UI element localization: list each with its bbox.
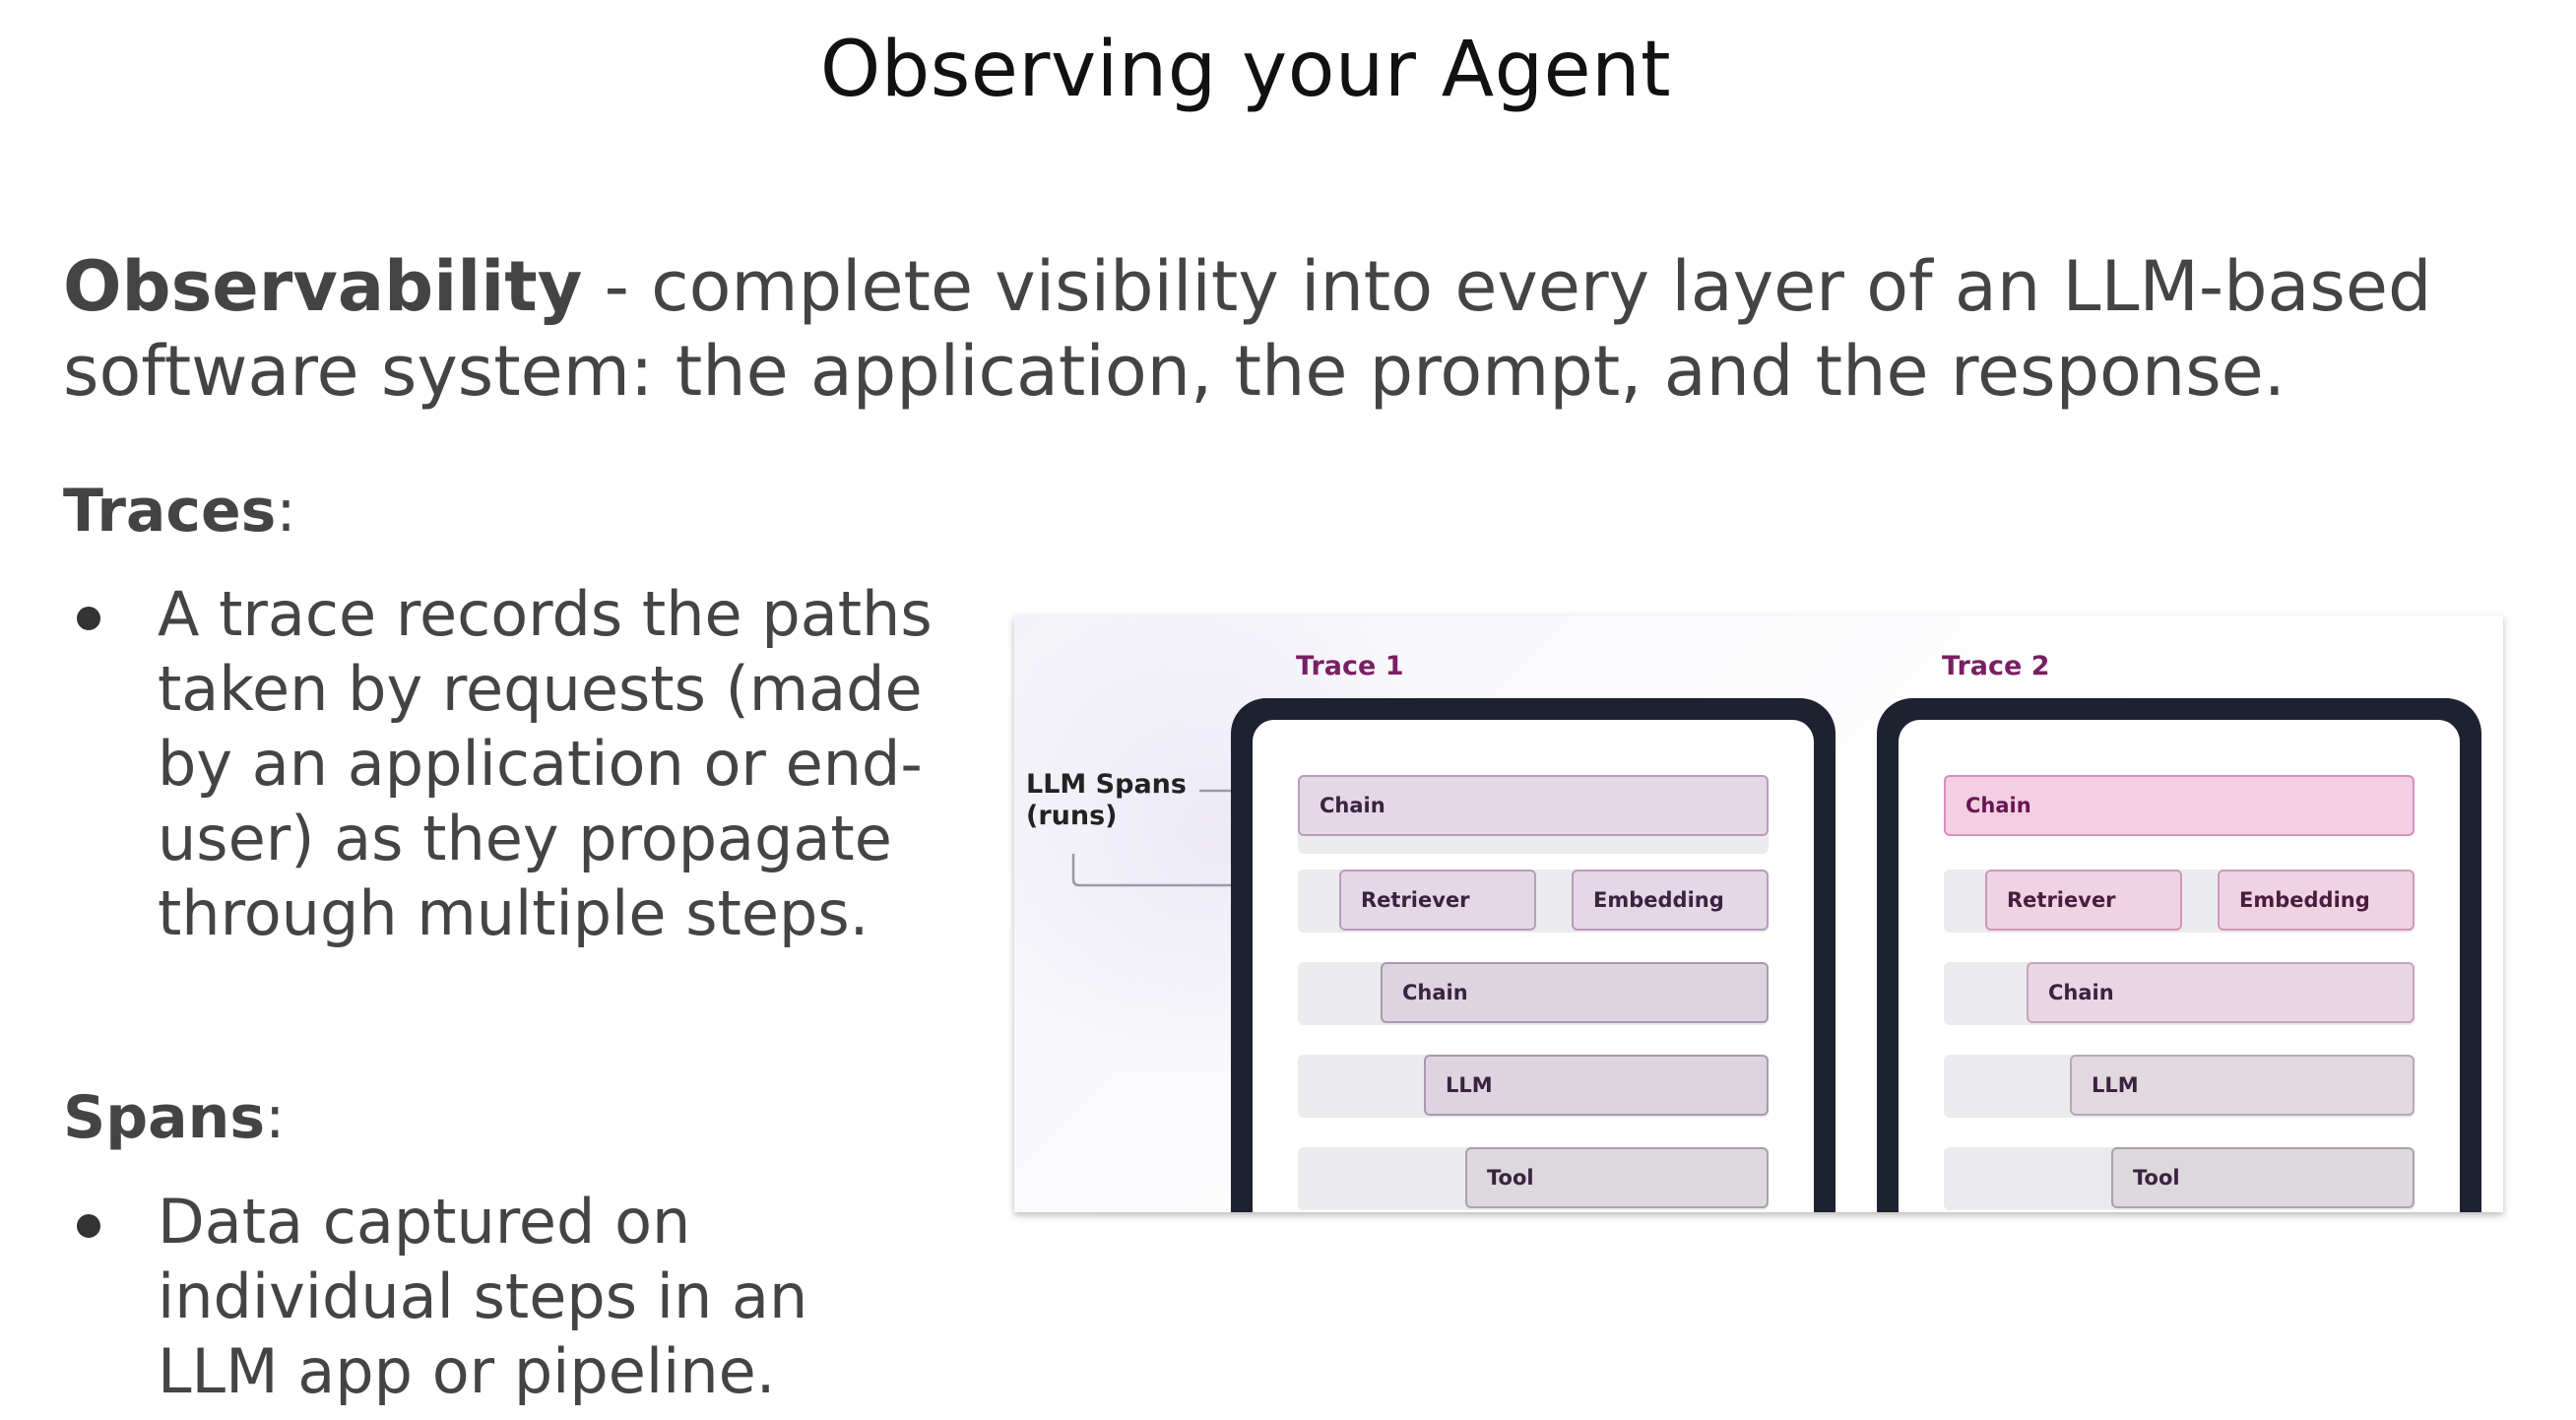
span-tool: Tool [1465,1147,1769,1208]
slide-title: Observing your Agent [819,26,1672,114]
trace-2-device: Chain Retriever Embedding Chain LLM Tool [1877,698,2481,1212]
traces-heading-colon: : [276,477,296,546]
span-chain: Chain [1381,962,1769,1023]
span-chain: Chain [1944,775,2415,836]
trace-1-screen: Chain Retriever Embedding Chain LLM Tool [1253,720,1814,1212]
observability-text: - complete visibility into every layer o… [63,246,2432,412]
llm-spans-label-text: LLM Spans (runs) [1026,769,1187,831]
span-chain: Chain [1298,775,1769,836]
spans-bullet-list: Data captured on individual steps in an … [63,1185,851,1409]
span-retriever: Retriever [1339,870,1536,931]
traces-heading: Traces: [63,477,296,546]
arrow-line-bottom [1071,854,1295,887]
span-llm: LLM [2070,1055,2415,1116]
bullet-icon [77,1214,100,1238]
bullet-icon [77,607,100,630]
spans-heading-colon: : [265,1083,286,1152]
span-retriever: Retriever [1985,870,2182,931]
observability-definition: Observability - complete visibility into… [63,244,2525,414]
traces-bullet-text: A trace records the paths taken by reque… [158,578,933,949]
trace-1-device: Chain Retriever Embedding Chain LLM Tool [1231,698,1835,1212]
trace-1-title: Trace 1 [1296,651,1404,681]
traces-heading-text: Traces [63,477,277,546]
traces-bullet-list: A trace records the paths taken by reque… [63,577,949,951]
trace-2-title: Trace 2 [1942,651,2050,681]
span-llm: LLM [1424,1055,1769,1116]
span-chain: Chain [2027,962,2415,1023]
span-embedding: Embedding [2218,870,2415,931]
observability-term: Observability [63,246,583,327]
list-item: Data captured on individual steps in an … [63,1185,851,1409]
traces-spans-diagram: LLM Spans (runs) Trace 1 Chain Retriever… [1014,615,2503,1212]
span-embedding: Embedding [1572,870,1769,931]
llm-spans-label: LLM Spans (runs) [1026,769,1193,832]
spans-bullet-text: Data captured on individual steps in an … [158,1186,808,1407]
spans-heading: Spans: [63,1083,285,1152]
span-tool: Tool [2111,1147,2415,1208]
list-item: A trace records the paths taken by reque… [63,577,949,951]
spans-heading-text: Spans [63,1083,266,1152]
trace-2-screen: Chain Retriever Embedding Chain LLM Tool [1899,720,2460,1212]
